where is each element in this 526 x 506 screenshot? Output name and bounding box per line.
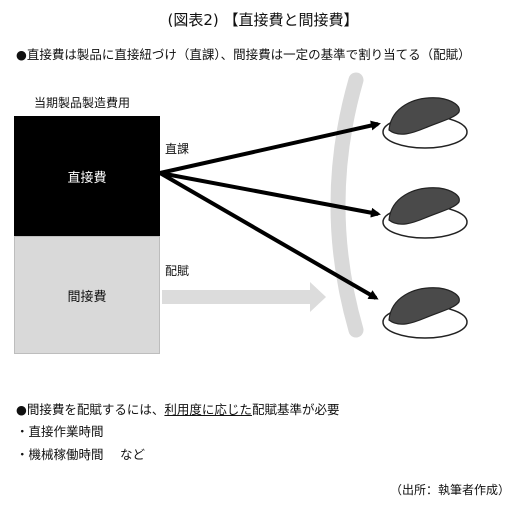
direct-assign-label: 直課 xyxy=(165,142,190,156)
basis-item-machine-hours: ・機械稼働時間 など xyxy=(16,447,145,462)
direct-cost-label: 直接費 xyxy=(67,170,107,186)
allocation-arrow xyxy=(162,282,326,312)
direct-cost-box: 直接費 xyxy=(14,116,160,236)
bullet2-underlined: 利用度に応じた xyxy=(164,402,252,417)
basis-item-labor-hours: ・直接作業時間 xyxy=(16,424,104,439)
direct-arrow-3 xyxy=(158,171,379,300)
product-icon xyxy=(382,97,468,149)
allocate-label: 配賦 xyxy=(165,264,190,278)
figure-title: (図表2) 【直接費と間接費】 xyxy=(167,11,359,29)
bullet2-prefix: ●間接費を配賦するには、 xyxy=(16,402,165,417)
product-icon xyxy=(382,287,468,339)
bullet2-suffix: 配賦基準が必要 xyxy=(251,402,340,417)
direct-arrow-1 xyxy=(159,120,381,175)
indirect-cost-label: 間接費 xyxy=(67,289,107,305)
cost-block-label: 当期製品製造費用 xyxy=(34,96,131,110)
bullet-direct-vs-indirect: ●直接費は製品に直接紐づけ（直課）、間接費は一定の基準で割り当てる（配賦） xyxy=(16,47,471,62)
indirect-cost-box: 間接費 xyxy=(14,236,160,354)
source-note: （出所：執筆者作成） xyxy=(389,483,510,497)
bullet-allocation-basis: ●間接費を配賦するには、利用度に応じた配賦基準が必要 xyxy=(16,399,339,418)
product-icon xyxy=(382,187,468,239)
direct-arrow-2 xyxy=(159,171,381,218)
